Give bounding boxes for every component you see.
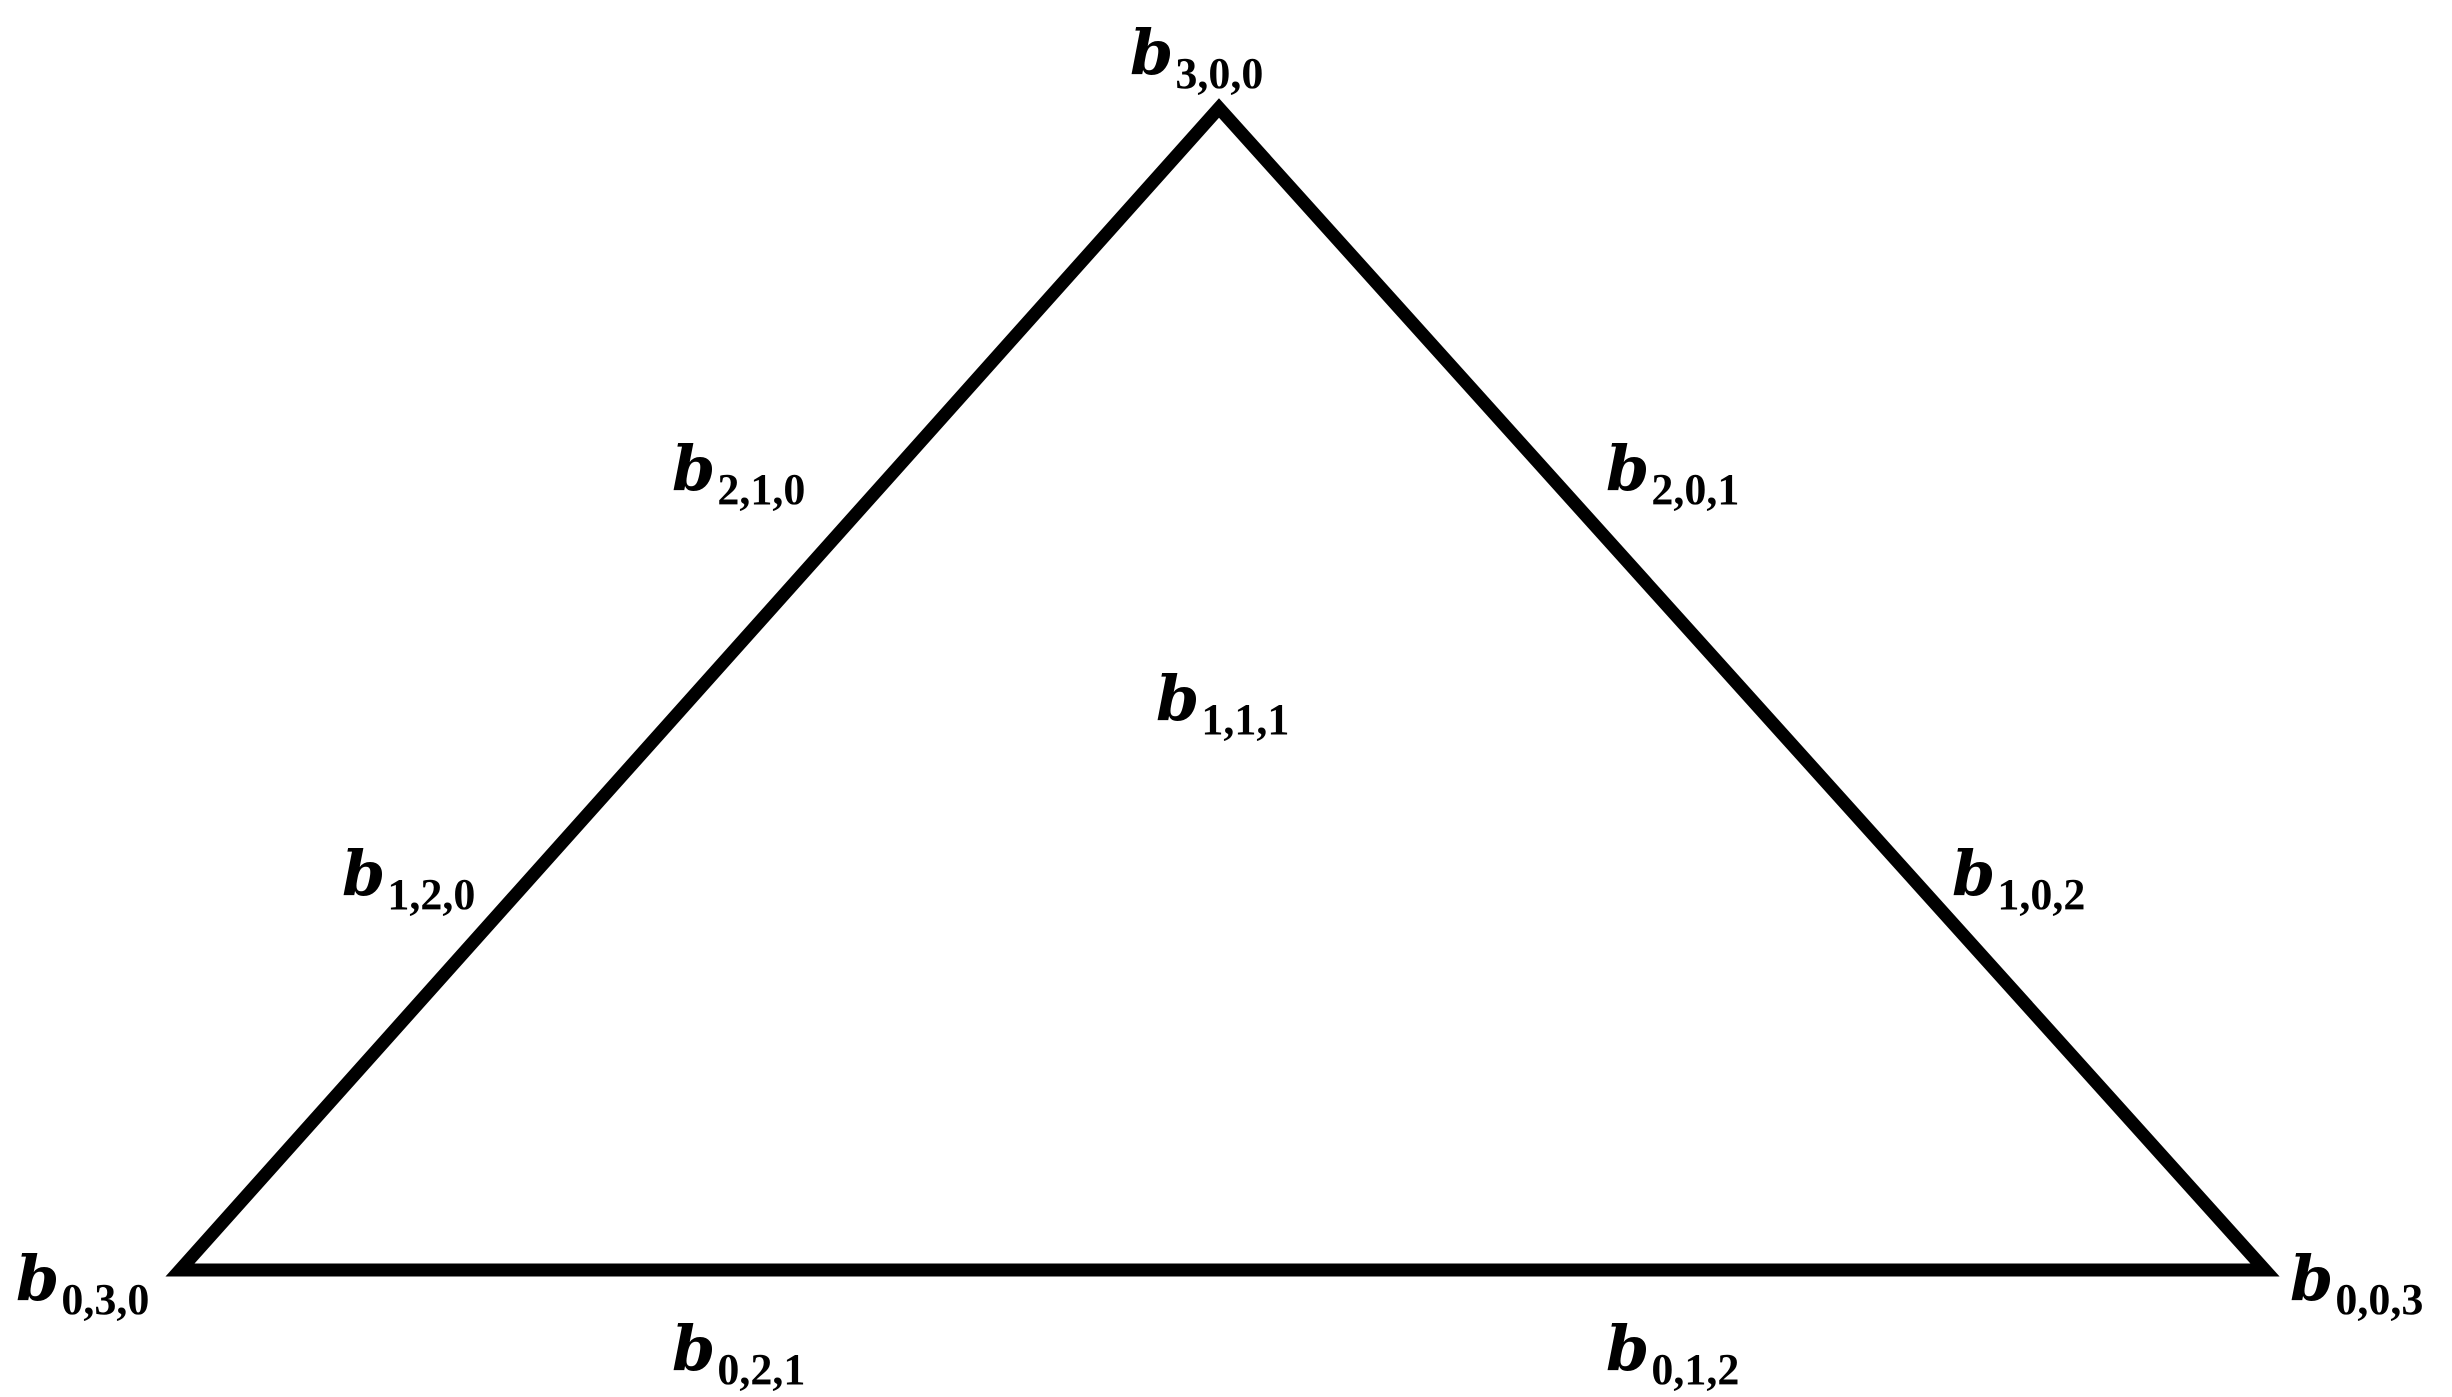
label-b120-base: b: [342, 837, 386, 910]
label-b012-base: b: [1606, 1312, 1650, 1385]
label-b012: b0,1,2: [1606, 1318, 1739, 1392]
label-b021: b0,2,1: [672, 1318, 805, 1392]
label-b210-base: b: [672, 432, 716, 505]
triangle-outline: [165, 98, 2280, 1277]
label-b012-sub: 0,1,2: [1651, 1345, 1740, 1394]
label-b030-base: b: [16, 1242, 60, 1315]
label-b003-sub: 0,0,3: [2335, 1275, 2424, 1324]
label-b102-sub: 1,0,2: [1997, 870, 2086, 919]
label-b102: b1,0,2: [1952, 843, 2085, 917]
label-b300-sub: 3,0,0: [1175, 49, 1264, 98]
label-b111: b1,1,1: [1156, 668, 1289, 742]
label-b210-sub: 2,1,0: [717, 465, 806, 514]
label-b003-base: b: [2290, 1242, 2334, 1315]
label-b030: b0,3,0: [16, 1248, 149, 1322]
label-b201: b2,0,1: [1606, 438, 1739, 512]
label-b102-base: b: [1952, 837, 1996, 910]
label-b111-base: b: [1156, 662, 1200, 735]
label-b120: b1,2,0: [342, 843, 475, 917]
label-b021-sub: 0,2,1: [717, 1345, 806, 1394]
label-b120-sub: 1,2,0: [387, 870, 476, 919]
label-b300-base: b: [1130, 16, 1174, 89]
label-b210: b2,1,0: [672, 438, 805, 512]
label-b111-sub: 1,1,1: [1201, 695, 1290, 744]
label-b300: b3,0,0: [1130, 22, 1263, 96]
label-b003: b0,0,3: [2290, 1248, 2423, 1322]
label-b201-sub: 2,0,1: [1651, 465, 1740, 514]
label-b030-sub: 0,3,0: [61, 1275, 150, 1324]
label-b021-base: b: [672, 1312, 716, 1385]
label-b201-base: b: [1606, 432, 1650, 505]
